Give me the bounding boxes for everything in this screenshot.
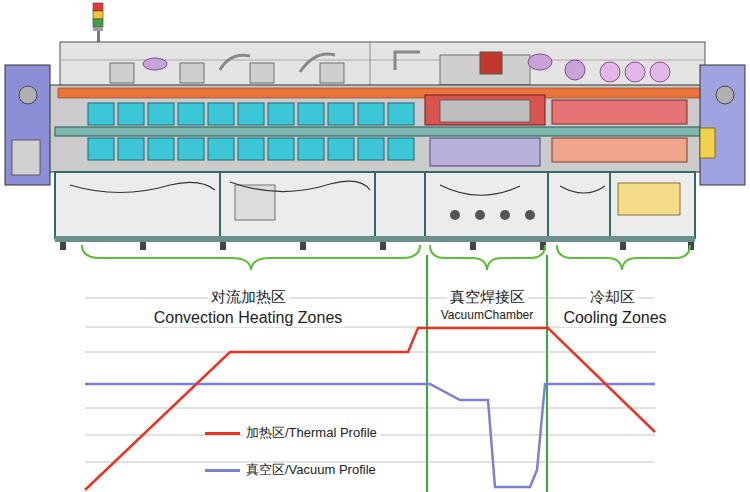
zone-title-cn: 真空焊接区 <box>447 288 528 305</box>
legend-text: 加热区/Thermal Profile <box>243 426 380 441</box>
legend-line <box>205 432 240 435</box>
zone-title-cn: 对流加热区 <box>208 288 289 305</box>
zone-title-en: VacuumChamber <box>438 309 536 323</box>
zone-title-en: Cooling Zones <box>560 309 669 327</box>
zone-title-cn: 冷却区 <box>587 288 638 305</box>
zone-title-en: Convection Heating Zones <box>151 309 346 327</box>
legend-line <box>205 469 240 472</box>
legend-text: 真空区/Vacuum Profile <box>243 463 379 478</box>
